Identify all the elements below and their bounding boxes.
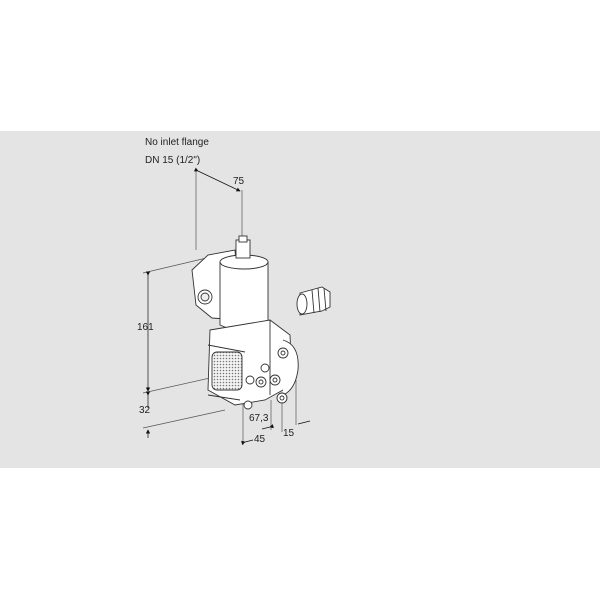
dimension-32: 32 <box>139 405 151 416</box>
note-no-inlet-flange: No inlet flange <box>145 137 209 148</box>
dimension-45: 45 <box>254 434 266 445</box>
dimension-67-3: 67,3 <box>249 413 269 424</box>
valve-body <box>191 235 299 410</box>
dimension-lines <box>142 167 311 445</box>
dimension-161: 161 <box>137 322 154 333</box>
cable-gland <box>296 286 331 316</box>
dimension-15: 15 <box>283 428 295 439</box>
note-dn-size: DN 15 (1/2") <box>145 155 201 166</box>
